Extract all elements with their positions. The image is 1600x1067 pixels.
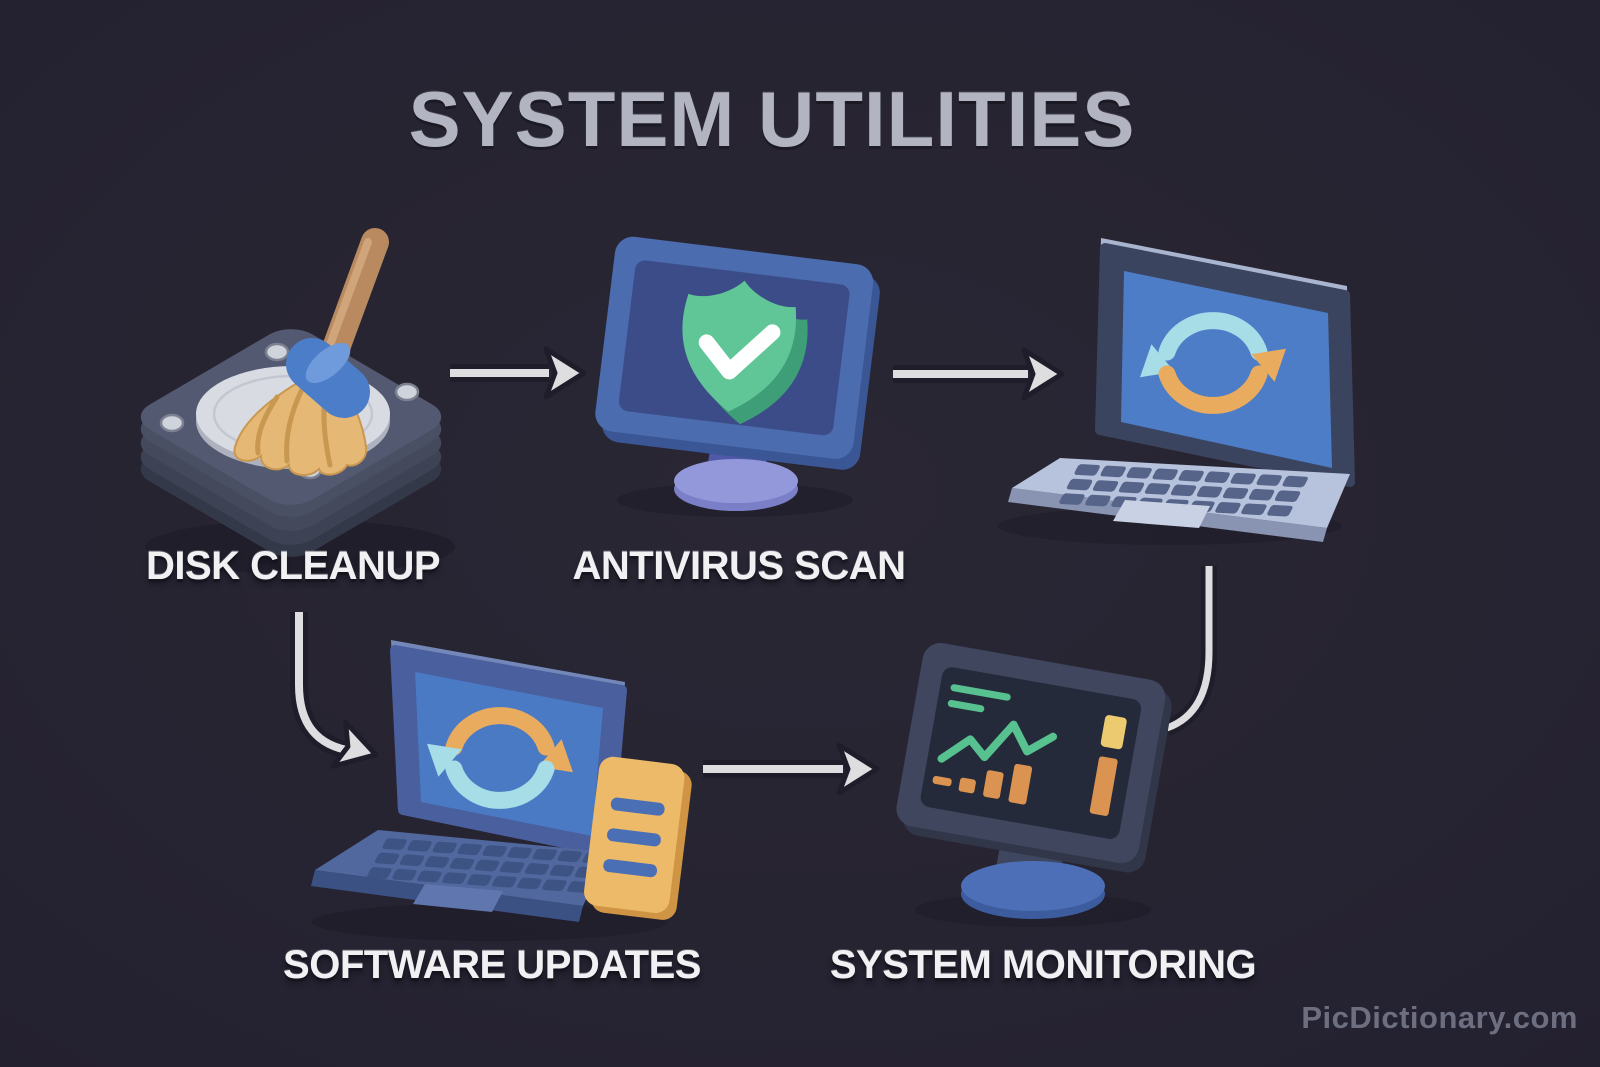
stat-tile	[1100, 715, 1127, 750]
disk-cleanup-label: DISK CLEANUP	[145, 544, 441, 588]
software-updates-icon	[311, 640, 692, 941]
arrow-antivirus-to-laptop	[893, 347, 1065, 401]
touchpad	[413, 884, 503, 912]
monitor-frame	[595, 236, 880, 470]
system-monitoring-icon	[896, 642, 1172, 927]
shield-check-icon	[682, 280, 808, 425]
laptop-lid	[1095, 238, 1355, 487]
curved-arrow-disk-to-updates	[290, 612, 379, 769]
laptop-sync-icon	[998, 238, 1355, 545]
touchpad	[1113, 500, 1210, 528]
curved-line-laptop-to-monitoring	[1163, 566, 1217, 736]
dashboard-charts	[932, 684, 1127, 816]
antivirus-scan-icon	[595, 236, 880, 517]
laptop-lid	[390, 640, 627, 857]
disk-cleanup-icon	[140, 228, 455, 574]
keyboard	[1059, 464, 1308, 517]
checkmark-icon	[698, 324, 781, 380]
line-chart	[937, 720, 1058, 763]
arrow-disk-to-antivirus	[450, 346, 587, 400]
bar-chart	[932, 756, 1118, 816]
broom-icon	[233, 228, 389, 477]
watermark: PicDictionary.com	[1301, 1000, 1578, 1035]
page-title: SYSTEM UTILITIES	[408, 75, 1136, 163]
update-document-icon	[584, 756, 692, 920]
monitor-frame	[896, 642, 1172, 873]
antivirus-scan-label: ANTIVIRUS SCAN	[572, 544, 906, 588]
laptop-screen	[1121, 271, 1332, 468]
sync-arrows-icon	[427, 707, 573, 809]
laptop-base	[1008, 458, 1350, 542]
software-updates-label: SOFTWARE UPDATES	[283, 943, 701, 987]
arrow-updates-to-monitoring	[703, 742, 880, 796]
sync-arrows-icon	[1140, 312, 1286, 414]
system-monitoring-label: SYSTEM MONITORING	[829, 943, 1257, 987]
